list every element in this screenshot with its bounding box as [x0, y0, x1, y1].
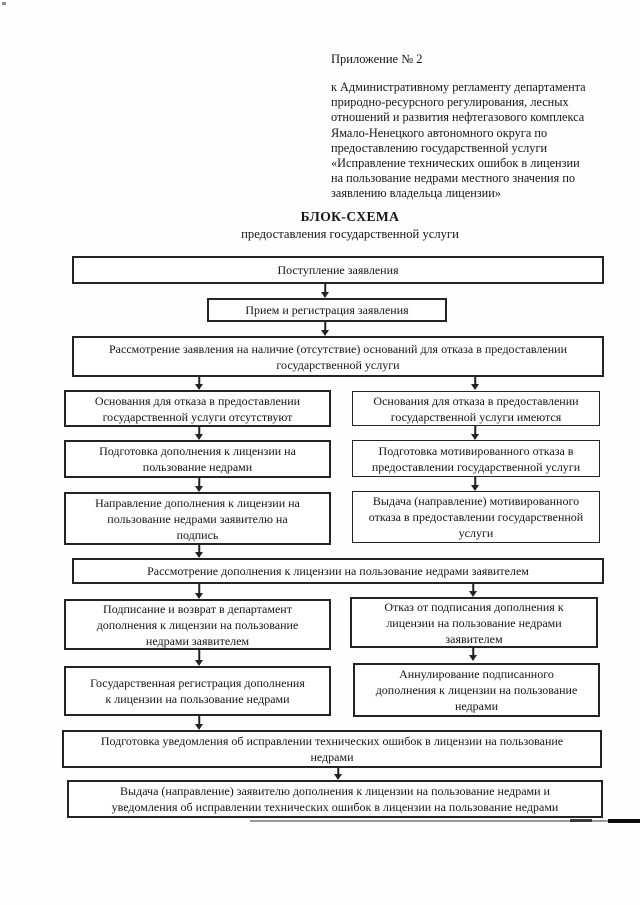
- schema-subtitle: предоставления государственной услуги: [241, 227, 459, 241]
- flow-node-refuse-to-sign: Отказ от подписания дополнения к лицензи…: [350, 597, 598, 648]
- flow-node-no-refusal-grounds: Основания для отказа в предоставлении го…: [64, 390, 331, 427]
- flow-node-applicant-reviews-addendum: Рассмотрение дополнения к лицензии на по…: [72, 558, 604, 584]
- flow-node-issue-addendum-and-notice: Выдача (направление) заявителю дополнени…: [67, 780, 603, 818]
- flow-node-prepare-notice: Подготовка уведомления об исправлении те…: [62, 730, 602, 768]
- scan-speck: [2, 2, 6, 5]
- flow-arrow-down: [468, 377, 482, 390]
- flow-node-review-application: Рассмотрение заявления на наличие (отсут…: [72, 336, 604, 377]
- flow-arrow-down: [318, 322, 332, 336]
- flow-arrow-down: [192, 650, 206, 666]
- flow-node-sign-and-return: Подписание и возврат в департамент допол…: [64, 599, 331, 650]
- scan-artifact: [250, 820, 640, 822]
- scan-artifact: [608, 819, 640, 823]
- flow-node-annul-signed-addendum: Аннулирование подписанного дополнения к …: [353, 663, 600, 717]
- appendix-label: Приложение № 2: [331, 52, 423, 66]
- flow-node-state-registration: Государственная регистрация дополнения к…: [64, 666, 331, 716]
- flow-arrow-down: [318, 284, 332, 298]
- flow-arrow-down: [331, 768, 345, 780]
- flow-node-accept-register: Прием и регистрация заявления: [207, 298, 447, 322]
- flow-node-issue-motivated-refusal: Выдача (направление) мотивированного отк…: [352, 491, 600, 543]
- flow-arrow-down: [192, 716, 206, 730]
- flow-arrow-down: [466, 648, 480, 661]
- flow-arrow-down: [468, 477, 482, 491]
- flow-node-send-addendum-for-signing: Направление дополнения к лицензии на пол…: [64, 492, 331, 545]
- flow-arrow-down: [192, 478, 206, 492]
- flow-node-prepare-addendum: Подготовка дополнения к лицензии на поль…: [64, 440, 331, 478]
- flow-arrow-down: [192, 377, 206, 390]
- flow-arrow-down: [468, 426, 482, 440]
- scan-artifact: [570, 819, 592, 822]
- schema-title-block: БЛОК-СХЕМА предоставления государственно…: [80, 209, 620, 242]
- flow-arrow-down: [192, 545, 206, 558]
- flow-node-refusal-grounds-exist: Основания для отказа в предоставлении го…: [352, 391, 600, 426]
- flow-arrow-down: [192, 584, 206, 599]
- flow-arrow-down: [192, 427, 206, 440]
- schema-title: БЛОК-СХЕМА: [300, 209, 400, 224]
- flow-node-receive-application: Поступление заявления: [72, 256, 604, 284]
- regulation-reference: к Административному регламенту департаме…: [331, 80, 586, 201]
- flow-node-prepare-motivated-refusal: Подготовка мотивированного отказа в пред…: [352, 440, 600, 477]
- flow-arrow-down: [466, 584, 480, 597]
